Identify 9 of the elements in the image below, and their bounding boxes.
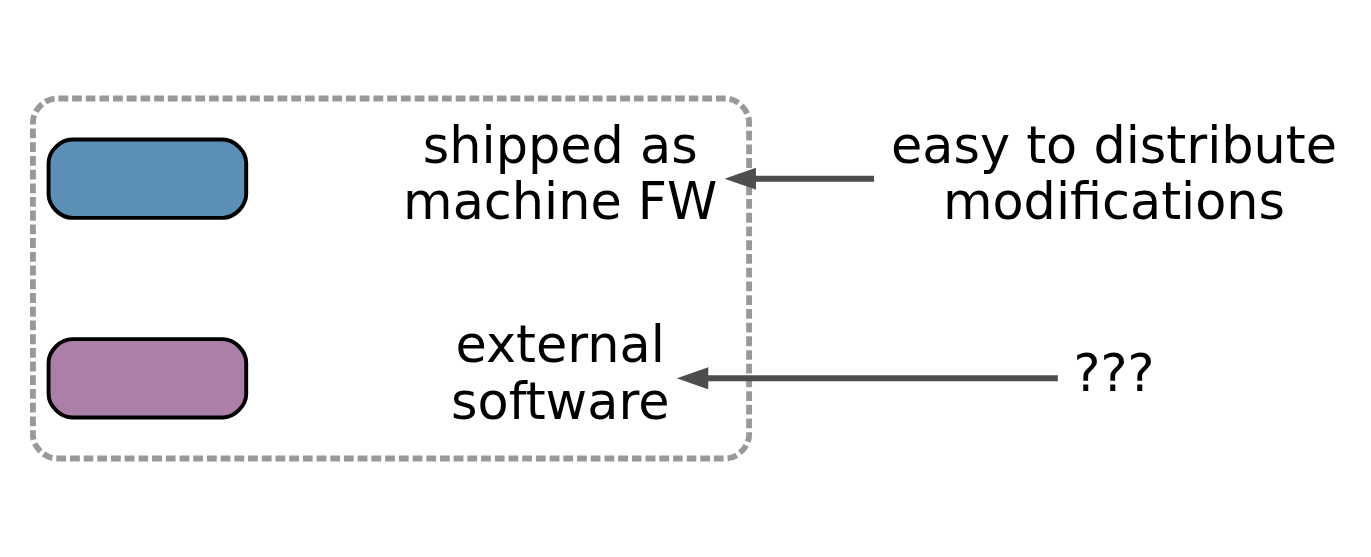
node-text: easy to distribute modifications <box>890 115 1338 232</box>
arrow <box>724 167 875 190</box>
node-text: external software <box>451 315 670 431</box>
cluster <box>30 95 753 462</box>
node-text: ??? <box>1073 343 1155 403</box>
node-box <box>46 137 249 220</box>
arrow <box>676 367 1058 390</box>
node-text: shipped as machine FW <box>403 115 718 232</box>
node-box <box>46 337 249 420</box>
